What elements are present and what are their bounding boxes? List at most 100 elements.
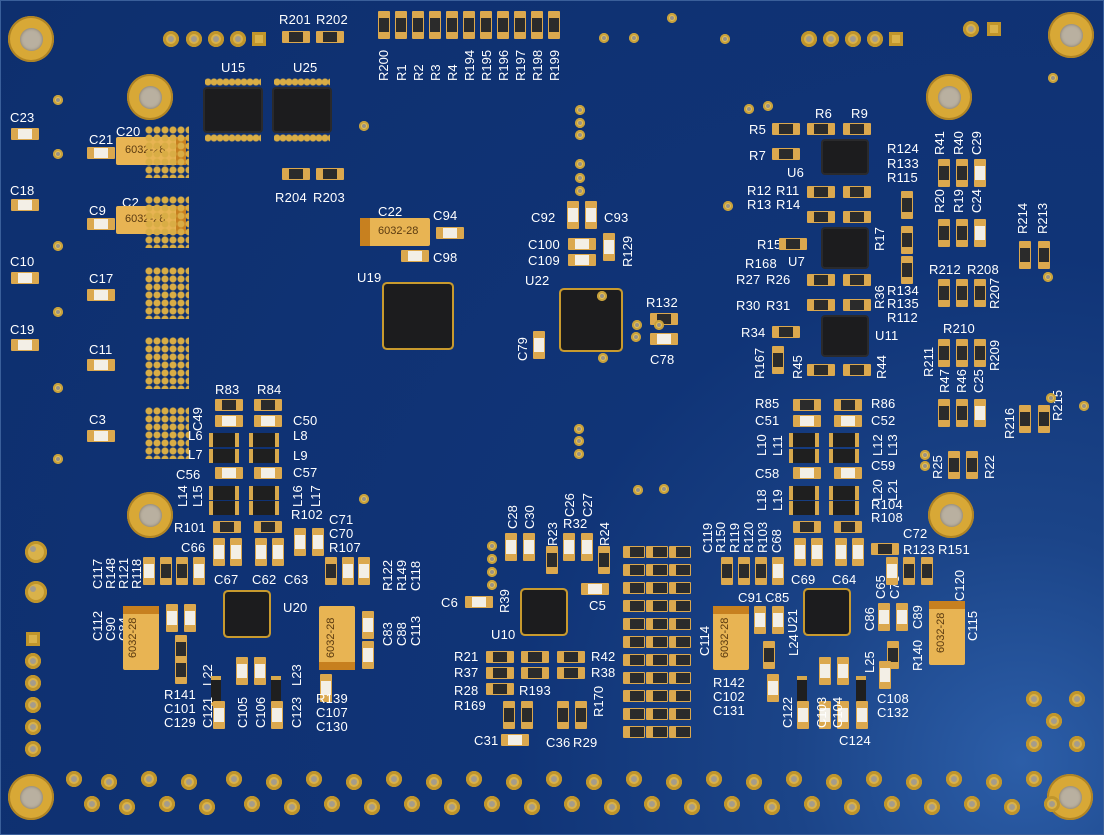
header-pin — [25, 653, 41, 669]
capacitor — [271, 701, 283, 729]
label-R13: R13 — [747, 197, 772, 212]
capacitor — [436, 227, 464, 239]
resistor — [446, 11, 458, 39]
via — [487, 554, 497, 564]
connector-pin — [101, 774, 117, 790]
resistor — [503, 701, 515, 729]
capacitor — [819, 657, 831, 685]
connector-pin — [484, 796, 500, 812]
label-C131: C131 — [713, 703, 745, 718]
label-R195: R195 — [479, 49, 494, 81]
resistor — [486, 667, 514, 679]
resistor — [807, 274, 835, 286]
label-R140: R140 — [910, 639, 925, 671]
capacitor — [523, 533, 535, 561]
capacitor — [401, 250, 429, 262]
label-C68: C68 — [769, 529, 784, 553]
mounting-hole-mid-left — [127, 492, 173, 538]
label-R151: R151 — [938, 542, 970, 557]
capacitor — [835, 538, 847, 566]
label-C6: C6 — [441, 595, 459, 610]
label-C71: C71 — [329, 512, 354, 527]
capacitor — [811, 538, 823, 566]
label-R168: R168 — [745, 256, 777, 271]
resistor — [974, 279, 986, 307]
label-R103: R103 — [755, 521, 770, 553]
resistor — [378, 11, 390, 39]
inductor — [789, 433, 819, 447]
label-R212: R212 — [929, 262, 961, 277]
capacitor — [272, 538, 284, 566]
header-pin — [230, 31, 246, 47]
label-R201: R201 — [279, 12, 311, 27]
label-R83: R83 — [215, 382, 240, 397]
header-pin — [25, 675, 41, 691]
connector-pin — [284, 799, 300, 815]
connector-pin — [884, 796, 900, 812]
resistor — [316, 168, 344, 180]
label-R38: R38 — [591, 665, 616, 680]
ic-U6 — [823, 141, 867, 173]
connector-pin — [804, 796, 820, 812]
label-R119: R119 — [727, 522, 742, 553]
label-R107: R107 — [329, 540, 361, 555]
via — [631, 332, 641, 342]
capacitor — [793, 467, 821, 479]
label-R104: R104 — [871, 497, 903, 512]
via — [654, 320, 664, 330]
capacitor — [342, 557, 354, 585]
via — [487, 567, 497, 577]
capacitor — [568, 238, 596, 250]
label-L11: L11 — [770, 435, 785, 456]
label-R14: R14 — [776, 197, 801, 212]
resistor — [669, 582, 691, 594]
label-C67: C67 — [214, 572, 239, 587]
label-L8: L8 — [293, 428, 308, 443]
capacitor — [184, 604, 196, 632]
resistor — [901, 191, 913, 219]
label-C11: C11 — [89, 342, 113, 357]
resistor — [669, 636, 691, 648]
via — [632, 320, 642, 330]
resistor — [938, 279, 950, 307]
tantalum-cap-C114: 6032-28 — [713, 606, 749, 670]
label-C102: C102 — [713, 689, 745, 704]
resistor — [807, 123, 835, 135]
inductor — [209, 486, 239, 500]
resistor — [938, 399, 950, 427]
label-C64: C64 — [832, 572, 857, 587]
resistor — [486, 651, 514, 663]
connector-pin — [964, 796, 980, 812]
via — [53, 307, 63, 317]
label-R209: R209 — [987, 339, 1002, 371]
capacitor — [567, 201, 579, 229]
label-C28: C28 — [505, 505, 520, 529]
header-pin — [25, 541, 47, 563]
resistor — [646, 546, 668, 558]
header-pin-square — [26, 632, 40, 646]
label-C36: C36 — [546, 735, 571, 750]
label-R211: R211 — [921, 346, 936, 377]
capacitor — [767, 674, 779, 702]
label-C93: C93 — [604, 210, 629, 225]
label-L23: L23 — [289, 664, 304, 686]
label-R169: R169 — [454, 698, 486, 713]
via — [575, 186, 585, 196]
resistor — [557, 701, 569, 729]
connector-pin — [306, 771, 322, 787]
connector-pin — [119, 799, 135, 815]
inductor — [249, 449, 279, 463]
connector-pin — [426, 774, 442, 790]
header-pin — [963, 21, 979, 37]
label-R193: R193 — [519, 683, 551, 698]
header-pin — [823, 31, 839, 47]
resistor — [412, 11, 424, 39]
capacitor — [87, 289, 115, 301]
label-R202: R202 — [316, 12, 348, 27]
mounting-hole-upper-left — [127, 74, 173, 120]
label-R170: R170 — [591, 685, 606, 717]
resistor — [834, 399, 862, 411]
label-U7: U7 — [788, 254, 806, 269]
resistor — [598, 546, 610, 574]
